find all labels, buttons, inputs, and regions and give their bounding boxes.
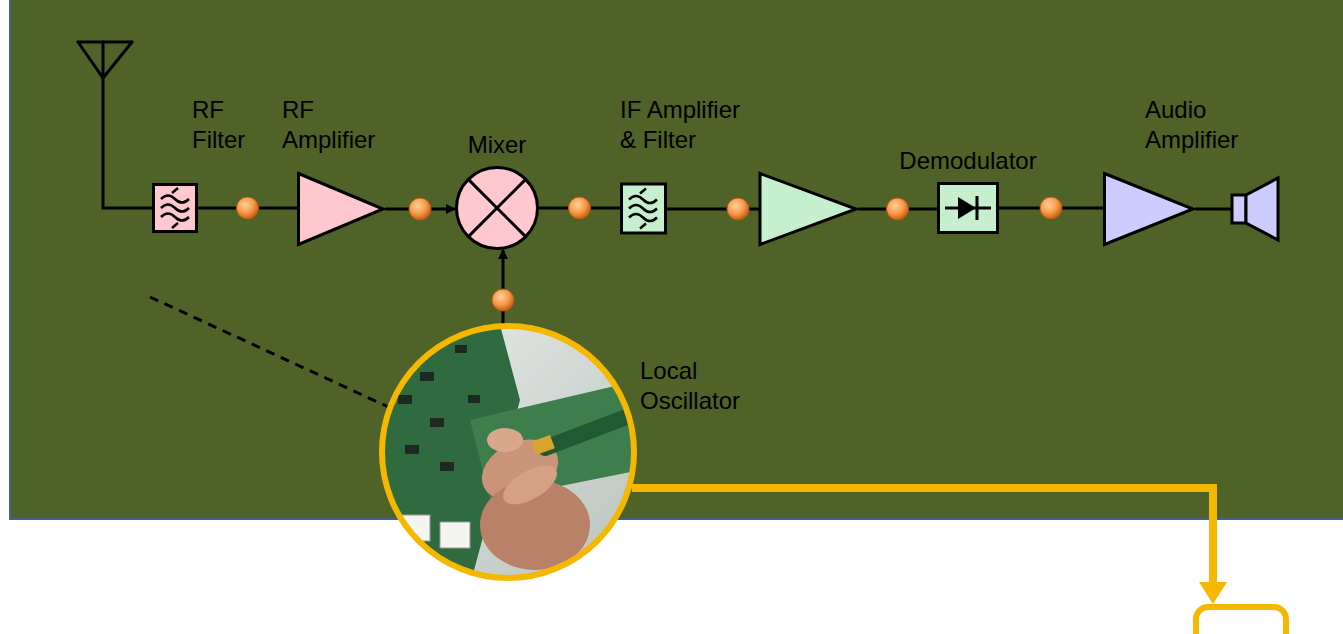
test-point-dot <box>569 197 591 219</box>
filter-box: RF Filter <box>152 183 198 233</box>
block-label: Demodulator <box>868 146 1068 176</box>
block-label: Audio Amplifier <box>1145 95 1260 155</box>
pointer-line <box>632 488 1213 584</box>
photo-content <box>380 325 650 585</box>
if-stage <box>622 174 857 245</box>
block-label: Mixer <box>427 130 567 160</box>
leader-line <box>150 297 395 410</box>
antenna-symbol <box>78 42 152 208</box>
block-label: Local Oscillator <box>640 356 765 416</box>
amplifier-triangle <box>1105 174 1194 245</box>
speaker-symbol <box>1232 178 1278 240</box>
mixer-circle-outline <box>455 166 539 250</box>
amplifier-triangle <box>299 174 384 245</box>
demodulator-box <box>939 184 998 233</box>
demodulator-box-outline <box>937 182 999 234</box>
amplifier-triangle-outline <box>297 172 385 246</box>
test-point-dot <box>1040 197 1062 219</box>
block-label: RF Filter <box>192 95 264 155</box>
demodulator-box: Demodulator <box>937 182 999 234</box>
test-point-dot <box>409 198 431 220</box>
amplifier-triangle: RF Amplifier <box>297 172 385 246</box>
mixer-circle: Mixer <box>455 166 539 250</box>
oscillator-box: Local Oscillator <box>458 350 548 394</box>
amplifier-triangle-outline <box>1103 172 1195 246</box>
pointer-arrowhead <box>1199 582 1227 604</box>
if-stage: IF Amplifier & Filter <box>620 172 858 246</box>
test-point-dot <box>492 289 514 311</box>
if-stage-outline <box>620 172 858 246</box>
mixer-circle <box>457 168 538 249</box>
test-point-dot <box>887 198 909 220</box>
oscillator-box <box>460 352 547 393</box>
target-box <box>1196 607 1286 634</box>
block-label: IF Amplifier & Filter <box>620 95 760 155</box>
test-point-dot <box>237 197 259 219</box>
amplifier-triangle: Audio Amplifier <box>1103 172 1195 246</box>
filter-box-outline <box>152 183 198 233</box>
oscillator-box-outline <box>458 350 548 394</box>
filter-box <box>154 185 197 232</box>
background-panel <box>9 0 1343 520</box>
block-label: RF Amplifier <box>282 95 397 155</box>
photo-frame <box>382 326 634 578</box>
speaker-wire <box>1195 208 1232 211</box>
